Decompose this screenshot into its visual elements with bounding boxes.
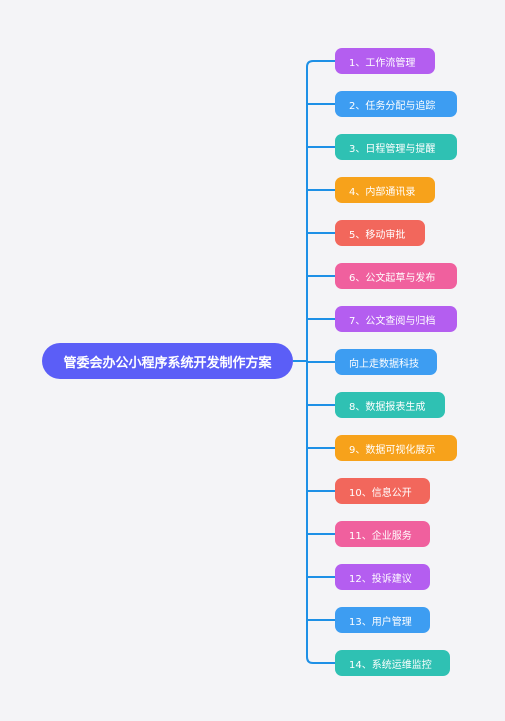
root-node-label: 管委会办公小程序系统开发制作方案	[63, 355, 272, 371]
branch-node-label: 4、内部通讯录	[349, 186, 416, 198]
trunk-line	[306, 60, 314, 664]
branch-node[interactable]: 2、任务分配与追踪	[335, 91, 457, 117]
branch-node-label: 2、任务分配与追踪	[349, 100, 436, 112]
branch-node[interactable]: 11、企业服务	[335, 521, 430, 547]
branch-node[interactable]: 7、公文查阅与归档	[335, 306, 457, 332]
branch-node[interactable]: 10、信息公开	[335, 478, 430, 504]
branch-node[interactable]: 8、数据报表生成	[335, 392, 445, 418]
branch-node[interactable]: 12、投诉建议	[335, 564, 430, 590]
branch-node-label: 12、投诉建议	[349, 573, 412, 585]
root-node[interactable]: 管委会办公小程序系统开发制作方案	[42, 343, 293, 379]
branch-node-label: 14、系统运维监控	[349, 659, 432, 671]
branch-node[interactable]: 3、日程管理与提醒	[335, 134, 457, 160]
branch-node-label: 6、公文起草与发布	[349, 272, 436, 284]
branch-node-label: 11、企业服务	[349, 530, 412, 542]
branch-node-label: 10、信息公开	[349, 487, 412, 499]
branch-node[interactable]: 向上走数据科技	[335, 349, 437, 375]
branch-node[interactable]: 14、系统运维监控	[335, 650, 450, 676]
branch-node[interactable]: 1、工作流管理	[335, 48, 435, 74]
branch-node-label: 1、工作流管理	[349, 57, 416, 69]
branch-node[interactable]: 5、移动审批	[335, 220, 425, 246]
branch-node[interactable]: 9、数据可视化展示	[335, 435, 457, 461]
branch-node-label: 7、公文查阅与归档	[349, 315, 436, 327]
branch-node[interactable]: 4、内部通讯录	[335, 177, 435, 203]
branch-node-label: 5、移动审批	[349, 229, 406, 241]
branch-node[interactable]: 13、用户管理	[335, 607, 430, 633]
branch-node-label: 向上走数据科技	[349, 358, 419, 370]
branch-node[interactable]: 6、公文起草与发布	[335, 263, 457, 289]
branch-node-label: 3、日程管理与提醒	[349, 143, 436, 155]
branch-node-label: 9、数据可视化展示	[349, 444, 436, 456]
branch-node-label: 8、数据报表生成	[349, 401, 426, 413]
branch-node-label: 13、用户管理	[349, 616, 412, 628]
